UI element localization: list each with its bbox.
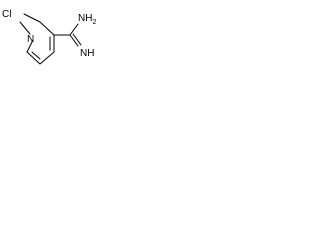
- bond-c6-c5: [26, 51, 41, 65]
- amidine-group: [53, 23, 82, 47]
- bond-c3-c2: [39, 21, 55, 36]
- bond-amidine-carbon-nh2: [69, 23, 79, 36]
- chemical-structure: Cl N NH2 NH: [2, 9, 96, 65]
- bond-c2-cl: [23, 13, 41, 23]
- double-bond-c6-c5-inner: [31, 51, 41, 60]
- double-bond-amidine-nh-b: [72, 33, 82, 46]
- amine-label: NH2: [78, 13, 96, 26]
- chlorine-label: Cl: [2, 9, 11, 20]
- double-bond-amidine-nh-a: [69, 34, 79, 47]
- amine-main: NH: [78, 13, 92, 24]
- bond-c5-c4: [39, 51, 55, 65]
- imine-label: NH: [80, 48, 94, 59]
- bond-c2-n1: [19, 21, 31, 35]
- amine-subscript: 2: [92, 19, 96, 26]
- pyridine-ring: [19, 21, 55, 65]
- ring-nitrogen-label: N: [27, 34, 34, 45]
- bond-n1-c6: [26, 39, 34, 53]
